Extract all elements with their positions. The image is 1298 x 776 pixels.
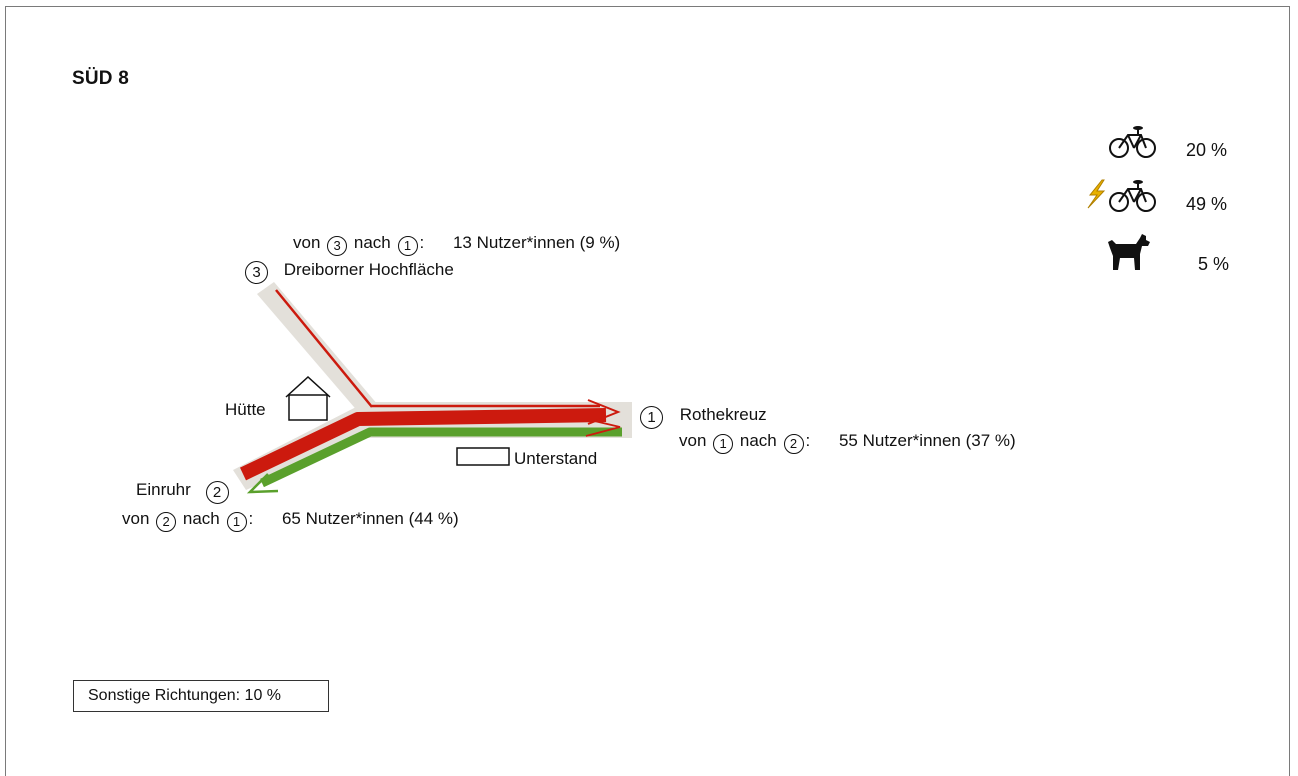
- flow-from-text: von: [122, 509, 150, 528]
- point-3-name: Dreiborner Hochfläche: [283, 260, 454, 279]
- other-directions-box: Sonstige Richtungen: 10 %: [73, 680, 329, 712]
- flow-from-marker: 1: [713, 434, 734, 454]
- stat-ebike-value: 49 %: [1186, 194, 1228, 214]
- flow-to-text: nach: [739, 431, 777, 450]
- flow-from-text: von: [679, 431, 707, 450]
- flow-count: 13 Nutzer*innen (9 %): [452, 233, 621, 252]
- flow-separator: :: [248, 509, 254, 528]
- flow-1-to-2-label: von 1 nach 2: 55 Nutzer*innen (37 %): [679, 431, 1016, 454]
- flow-line-1-to-2: [260, 427, 622, 488]
- point-3-marker: 3: [245, 261, 268, 284]
- flow-count: 55 Nutzer*innen (37 %): [838, 431, 1016, 450]
- shelter-icon: [456, 447, 510, 466]
- point-2-name: Einruhr: [136, 480, 191, 499]
- flow-from-marker: 3: [327, 236, 348, 256]
- flow-2-to-1-label: von 2 nach 1: 65 Nutzer*innen (44 %): [122, 509, 459, 532]
- flow-to-marker: 1: [226, 512, 247, 532]
- flow-separator: :: [419, 233, 425, 252]
- flow-line-3-to-1: [275, 289, 373, 408]
- flow-to-marker: 2: [783, 434, 804, 454]
- shelter-label: Unterstand: [514, 449, 598, 468]
- road-branch-north: [257, 282, 378, 414]
- point-2-marker: 2: [205, 481, 229, 504]
- hut-icon: [285, 375, 331, 421]
- flow-count: 65 Nutzer*innen (44 %): [281, 509, 459, 528]
- flow-from-marker: 2: [156, 512, 177, 532]
- flow-to-text: nach: [353, 233, 391, 252]
- flow-to-text: nach: [182, 509, 220, 528]
- dog-icon: [1108, 234, 1150, 270]
- point-2-label: Einruhr 2: [136, 480, 229, 504]
- point-1-label: 1 Rothekreuz: [640, 405, 767, 429]
- flow-arrow-2-to-1: [587, 399, 621, 425]
- e-bike-icon: [1109, 180, 1156, 212]
- stat-bicycle-value: 20 %: [1186, 140, 1228, 160]
- hut-label: Hütte: [225, 400, 266, 419]
- flow-to-marker: 1: [397, 236, 418, 256]
- stat-dog-value: 5 %: [1198, 254, 1230, 274]
- flow-line-2-to-1: [239, 408, 607, 481]
- bicycle-icon: [1109, 126, 1156, 158]
- point-1-name: Rothekreuz: [679, 405, 767, 424]
- flow-arrow-3-to-1: [585, 418, 621, 437]
- lightning-icon: [1087, 179, 1106, 209]
- point-3-label: 3 Dreiborner Hochfläche: [245, 260, 454, 284]
- point-1-marker: 1: [640, 406, 663, 429]
- page-frame: [5, 6, 1290, 776]
- page-title: SÜD 8: [72, 68, 129, 89]
- flow-3-to-1-label: von 3 nach 1: 13 Nutzer*innen (9 %): [293, 233, 620, 256]
- flow-from-text: von: [293, 233, 321, 252]
- flow-separator: :: [805, 431, 811, 450]
- flow-arrow-1-to-2: [246, 473, 279, 494]
